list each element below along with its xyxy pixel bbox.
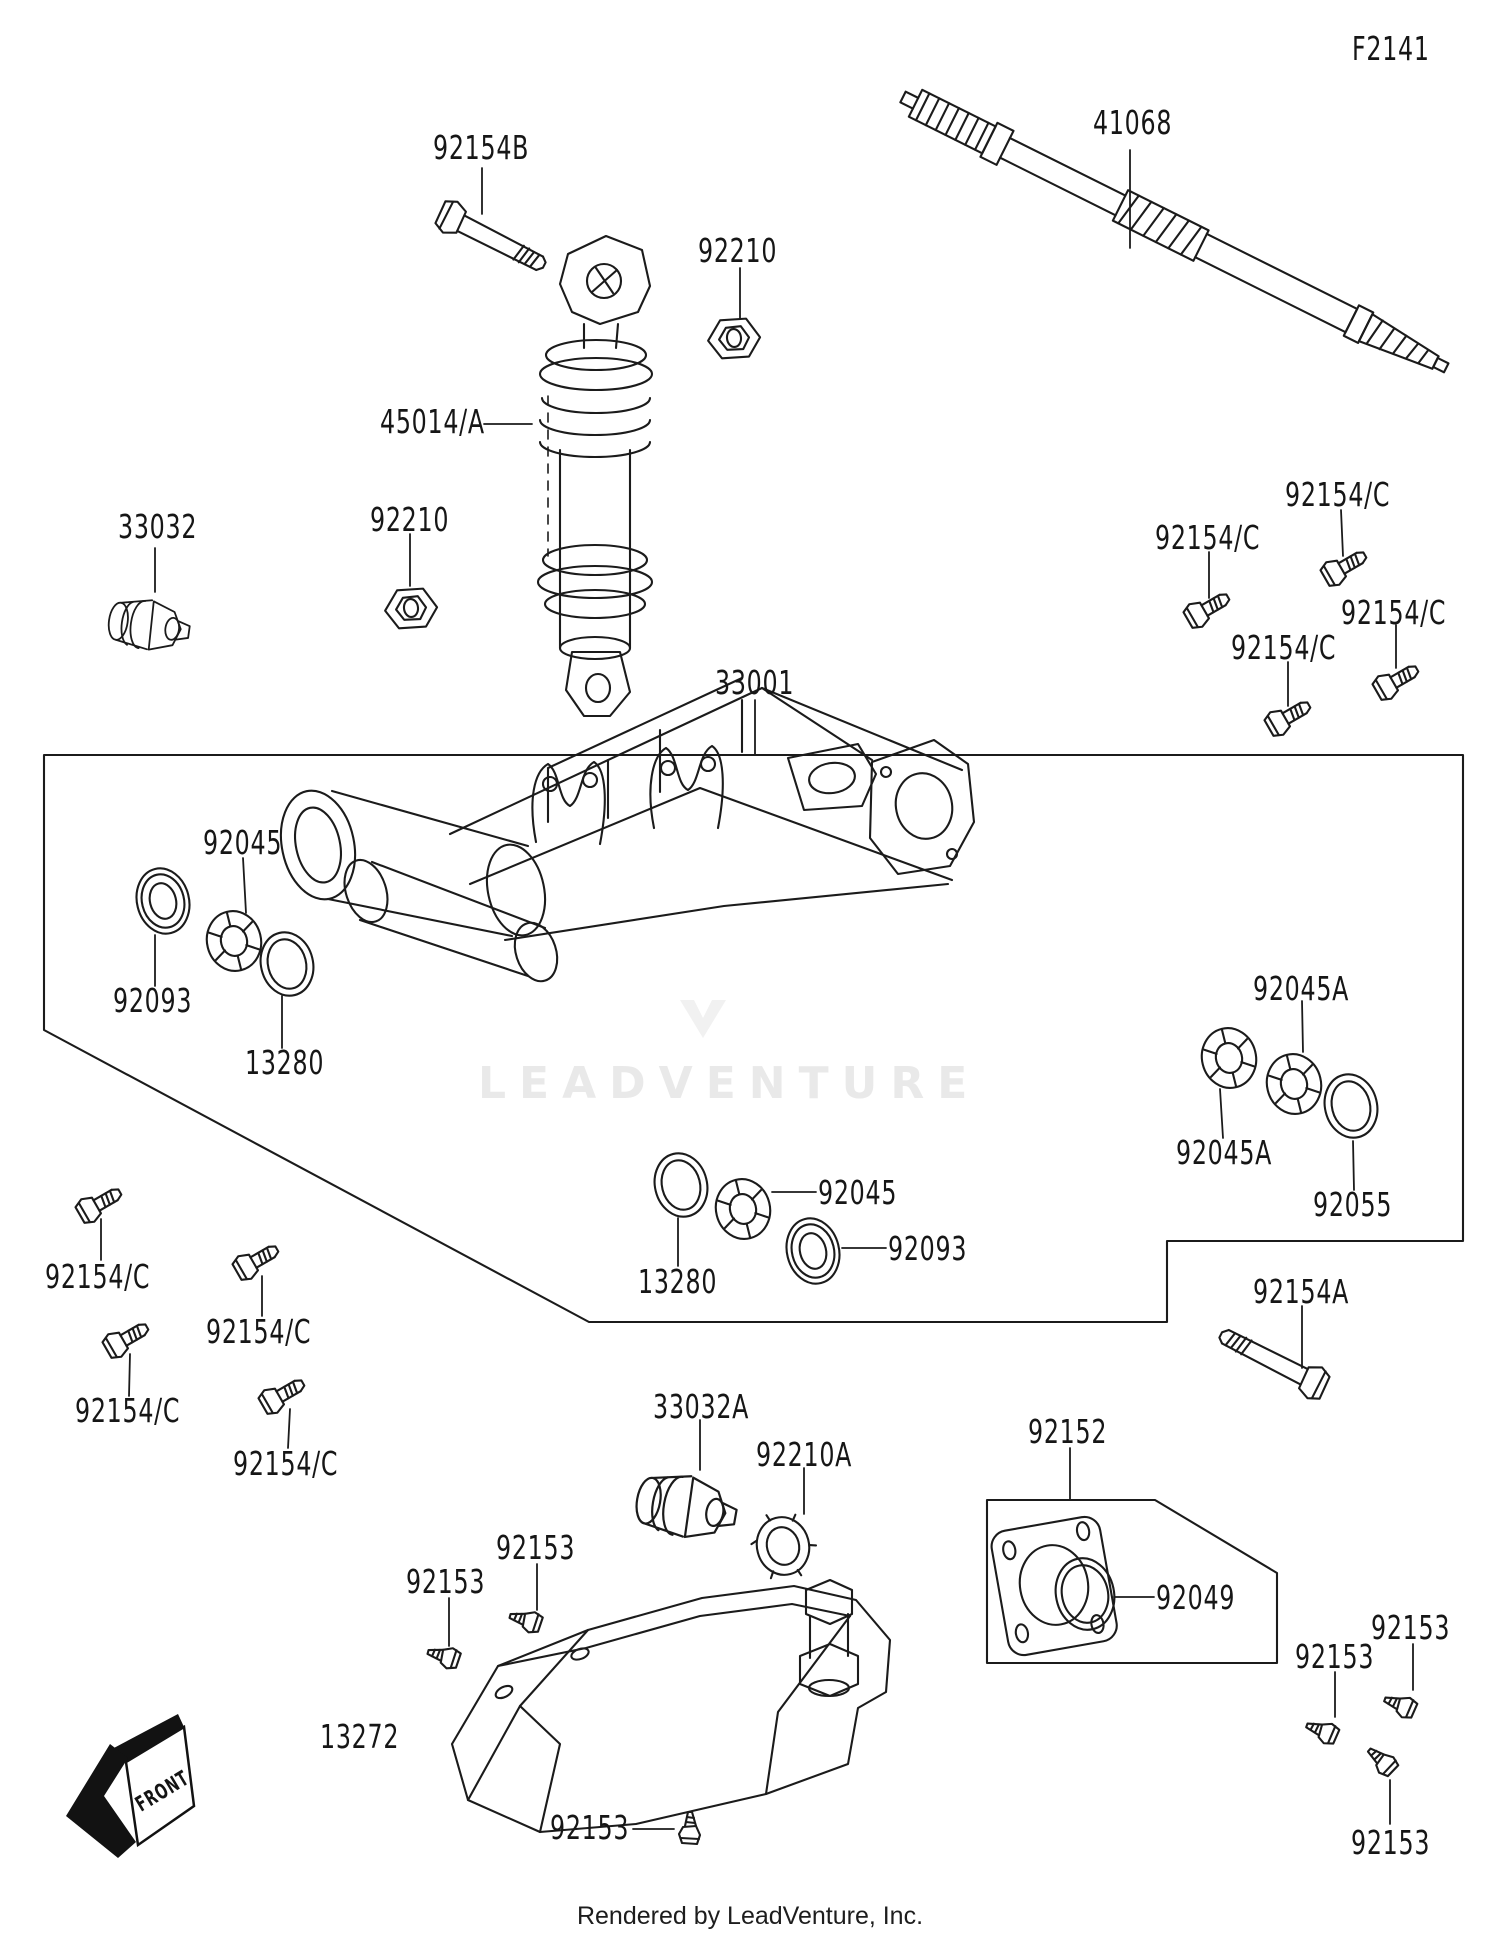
figure-code: F2141 (1352, 29, 1430, 68)
part-label-92210a: 92210A (756, 1435, 853, 1474)
part-label-13272: 13272 (320, 1717, 400, 1756)
part-label-92154c-left-3: 92154/C (75, 1391, 181, 1430)
watermark-text: LEADVENTURE (478, 1058, 981, 1109)
axle-shaft-drawing (899, 88, 1450, 374)
part-label-92154b: 92154B (433, 128, 530, 167)
render-credit: Rendered by LeadVenture, Inc. (576, 1902, 924, 1930)
part-label-92154c-right-4: 92154/C (1231, 628, 1337, 667)
part-label-92154c-right-3: 92154/C (1341, 593, 1447, 632)
part-label-92154c-left-4: 92154/C (233, 1444, 339, 1483)
part-label-92210-left: 92210 (370, 500, 450, 539)
coupling-box (985, 1498, 1279, 1665)
part-label-92045-left: 92045 (203, 823, 283, 862)
part-label-92049: 92049 (1156, 1578, 1236, 1617)
swingarm-assembly-box (42, 753, 1465, 1324)
part-label-33032: 33032 (118, 507, 198, 546)
part-label-92093-left: 92093 (113, 981, 193, 1020)
part-label-92055: 92055 (1313, 1185, 1393, 1224)
ring-92049-drawing (1054, 1557, 1116, 1631)
chain-guard-drawing (450, 1578, 892, 1834)
part-label-92154c-left-1: 92154/C (45, 1257, 151, 1296)
part-label-92153-f: 92153 (1351, 1823, 1431, 1862)
part-label-33001: 33001 (715, 663, 795, 702)
part-label-92154c-left-2: 92154/C (206, 1312, 312, 1351)
part-label-92153-c: 92153 (550, 1808, 630, 1847)
part-label-45014a: 45014/A (380, 402, 485, 441)
part-label-92152: 92152 (1028, 1412, 1108, 1451)
shock-absorber-drawing (536, 234, 654, 718)
front-arrow: FRONT (66, 1714, 196, 1858)
part-label-92154c-right-1: 92154/C (1285, 475, 1391, 514)
part-label-92045-bottom: 92045 (818, 1173, 898, 1212)
nut-92210a-drawing (750, 1513, 818, 1580)
part-label-92093-bottom: 92093 (888, 1229, 968, 1268)
part-label-92045a-top: 92045A (1253, 969, 1350, 1008)
part-label-92153-a: 92153 (496, 1528, 576, 1567)
part-label-92045a-bottom: 92045A (1176, 1133, 1273, 1172)
part-label-92153-b: 92153 (406, 1562, 486, 1601)
part-label-13280-bottom: 13280 (638, 1262, 718, 1301)
part-label-33032a: 33032A (653, 1387, 750, 1426)
part-label-92154a: 92154A (1253, 1272, 1350, 1311)
part-label-41068: 41068 (1093, 103, 1173, 142)
leader-lines (100, 149, 1414, 1830)
part-label-92153-d: 92153 (1371, 1608, 1451, 1647)
part-label-92210-top: 92210 (698, 231, 778, 270)
part-label-92153-e: 92153 (1295, 1637, 1375, 1676)
swingarm-drawing (279, 676, 976, 983)
part-label-92154c-right-2: 92154/C (1155, 518, 1261, 557)
part-label-13280-left: 13280 (245, 1043, 325, 1082)
